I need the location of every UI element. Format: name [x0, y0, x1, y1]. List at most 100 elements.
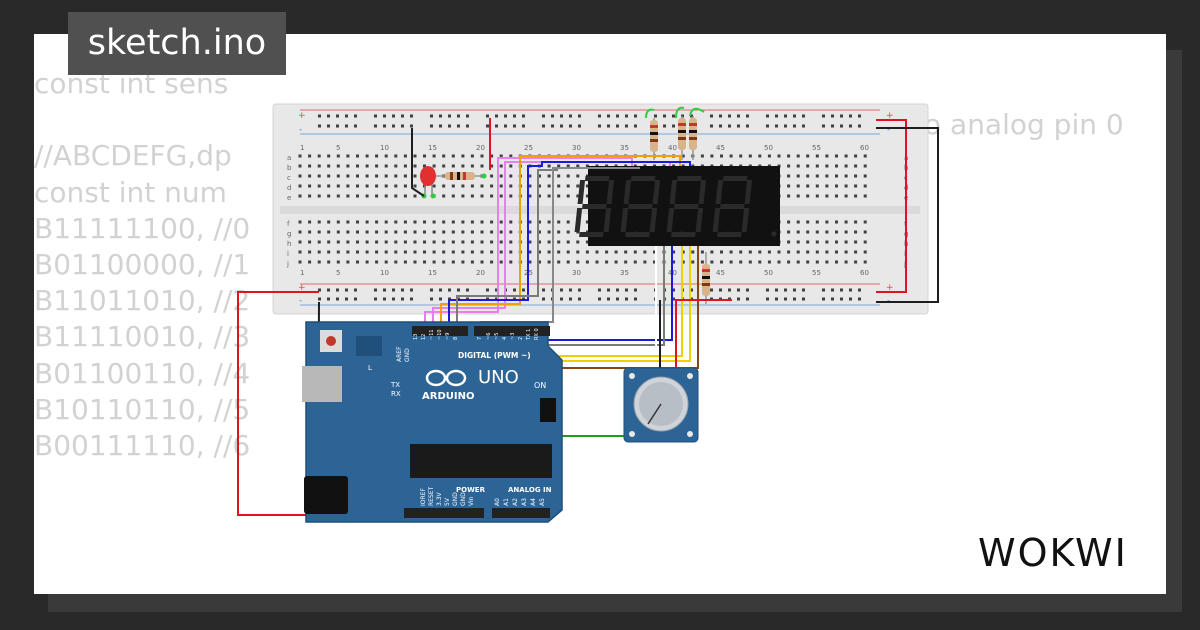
rail-hole — [466, 114, 469, 118]
file-tab[interactable]: sketch.ino — [68, 12, 286, 75]
breadboard-hole — [835, 194, 838, 198]
rail-hole — [401, 297, 404, 301]
potentiometer[interactable] — [623, 367, 699, 443]
breadboard-hole — [700, 260, 704, 264]
breadboard-hole — [787, 230, 791, 234]
breadboard-hole — [835, 220, 838, 224]
breadboard-hole — [547, 194, 551, 198]
breadboard-hole — [835, 164, 838, 168]
breadboard-hole — [346, 250, 350, 254]
rail-hole — [784, 114, 787, 118]
breadboard-hole — [442, 230, 446, 234]
rail-hole — [513, 124, 516, 128]
breadboard-hole — [403, 194, 407, 198]
rail-hole — [634, 288, 637, 292]
rail-hole — [710, 288, 713, 292]
wokwi-logo: WOKWI — [978, 531, 1126, 575]
rail-hole — [690, 114, 693, 118]
breadboard-hole — [384, 240, 388, 244]
breadboard-hole — [336, 164, 340, 168]
breadboard-hole — [854, 154, 858, 158]
breadboard-hole — [308, 230, 312, 234]
column-number: 10 — [380, 269, 389, 277]
breadboard-hole — [844, 220, 848, 224]
breadboard-hole — [844, 184, 848, 188]
resistor-led[interactable] — [436, 172, 487, 180]
breadboard-hole — [796, 250, 800, 254]
breadboard-hole — [461, 260, 465, 264]
rail-hole — [802, 114, 805, 118]
breadboard-hole — [413, 240, 417, 244]
breadboard-hole — [499, 184, 503, 188]
rail-hole — [793, 124, 796, 128]
rail-hole — [616, 124, 619, 128]
breadboard-hole — [806, 174, 810, 178]
display-segment — [722, 176, 748, 181]
breadboard-hole — [423, 260, 426, 264]
digital-pin-label: ~3 — [510, 333, 516, 340]
code-line: B11110010, //3 — [34, 320, 251, 354]
seven-segment-display[interactable] — [574, 166, 780, 246]
rail-hole — [858, 114, 861, 118]
rail-hole — [737, 114, 740, 118]
tx-label: TX — [390, 381, 400, 389]
resistor-top-2[interactable] — [678, 116, 686, 160]
resistor-bottom[interactable] — [702, 252, 710, 304]
breadboard-hole — [451, 194, 455, 198]
rail-hole — [775, 124, 778, 128]
breadboard-hole — [547, 164, 551, 168]
breadboard-hole — [509, 240, 513, 244]
code-line: B10110110, //5 — [34, 392, 251, 426]
breadboard-hole — [796, 184, 800, 188]
breadboard-hole — [806, 154, 810, 158]
led[interactable] — [420, 166, 436, 199]
rail-hole — [486, 114, 489, 118]
breadboard-hole — [490, 220, 494, 224]
breadboard-hole — [490, 240, 494, 244]
resistor-top-1[interactable] — [650, 118, 658, 160]
breadboard-hole — [403, 220, 407, 224]
resistor-top-3[interactable] — [689, 116, 697, 160]
breadboard-hole — [509, 194, 513, 198]
breadboard-hole — [375, 220, 379, 224]
rail-hole — [793, 297, 796, 301]
rail-hole — [551, 124, 554, 128]
breadboard-hole — [403, 184, 407, 188]
display-segment — [584, 176, 610, 181]
rail-hole — [746, 297, 749, 301]
column-number: 1 — [300, 269, 304, 277]
breadboard-hole — [796, 240, 800, 244]
breadboard-hole — [825, 240, 829, 244]
breadboard-hole — [384, 194, 388, 198]
breadboard-hole — [423, 230, 426, 234]
breadboard-hole — [317, 230, 321, 234]
breadboard-hole — [480, 240, 484, 244]
rail-hole — [457, 114, 460, 118]
breadboard-hole — [576, 240, 580, 244]
rail-hole — [793, 114, 796, 118]
breadboard-hole — [806, 260, 810, 264]
breadboard-hole — [863, 194, 867, 198]
breadboard-hole — [336, 154, 340, 158]
breadboard-hole — [557, 174, 561, 178]
rail-hole — [616, 297, 619, 301]
rail-hole — [634, 297, 637, 301]
column-number: 45 — [716, 144, 725, 152]
rail-hole — [345, 297, 348, 301]
rail-hole — [840, 114, 843, 118]
breadboard-hole — [327, 220, 331, 224]
digital-pin-label: 8 — [453, 337, 459, 340]
breadboard-hole — [854, 250, 858, 254]
breadboard-hole — [758, 154, 762, 158]
breadboard-hole — [767, 154, 771, 158]
rail-hole — [522, 124, 525, 128]
breadboard-hole — [317, 194, 321, 198]
breadboard-hole — [509, 260, 513, 264]
breadboard-hole — [729, 154, 733, 158]
breadboard-hole — [815, 250, 819, 254]
rail-hole — [354, 124, 357, 128]
arduino-uno[interactable]: DIGITAL (PWM ~) AREF GND UNO ARDUINO ON … — [302, 321, 563, 523]
breadboard-hole — [336, 240, 340, 244]
breadboard-hole — [815, 194, 819, 198]
